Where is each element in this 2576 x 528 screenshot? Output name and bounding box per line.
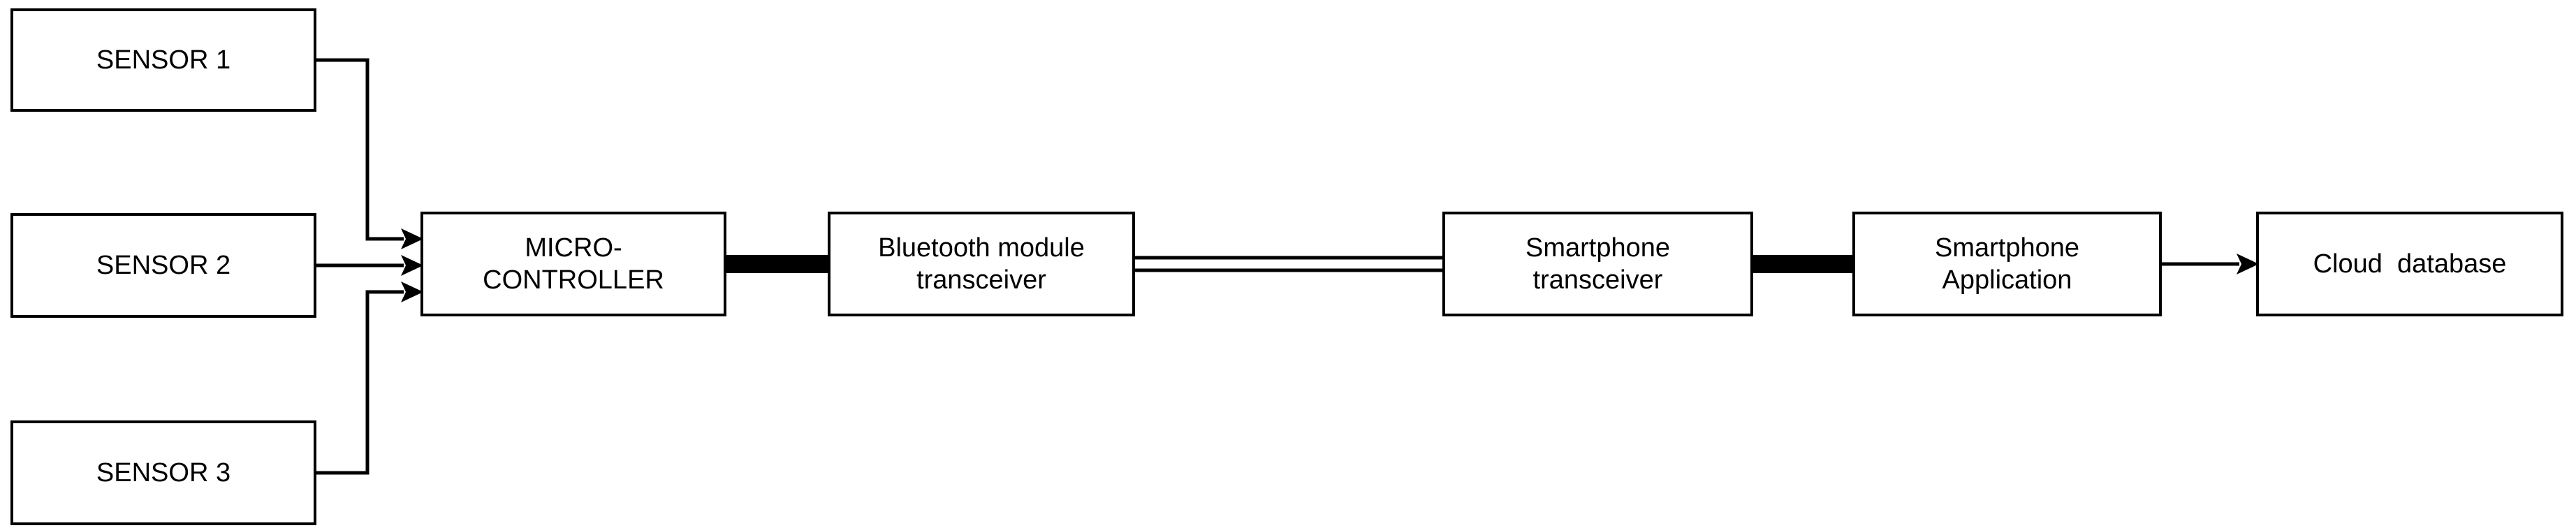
node-sensor1: SENSOR 1 [10, 8, 316, 112]
node-microcontroller: MICRO- CONTROLLER [420, 212, 726, 316]
node-microcontroller-label: MICRO- CONTROLLER [483, 233, 664, 295]
node-smartphone-application: Smartphone Application [1852, 212, 2162, 316]
edge-application-cloud-database [2160, 254, 2259, 274]
node-smartphone-transceiver-label: Smartphone transceiver [1525, 233, 1670, 295]
edge-sensor1-microcontroller [315, 58, 423, 249]
node-sensor1-label: SENSOR 1 [96, 45, 231, 75]
edge-sensor2-microcontroller [315, 255, 423, 276]
node-smartphone-application-label: Smartphone Application [1934, 233, 2079, 295]
edge-sensor3-microcontroller [315, 281, 423, 475]
node-sensor3: SENSOR 3 [10, 420, 316, 525]
edge-bluetooth-smartphone-transceiver [1132, 256, 1445, 272]
node-smartphone-transceiver: Smartphone transceiver [1442, 212, 1753, 316]
node-sensor3-label: SENSOR 3 [96, 457, 231, 487]
edge-smartphone-transceiver-application [1750, 255, 1855, 273]
node-cloud-database-label: Cloud database [2313, 249, 2507, 279]
node-bluetooth-module-label: Bluetooth module transceiver [878, 233, 1085, 295]
node-sensor2-label: SENSOR 2 [96, 250, 231, 280]
node-sensor2: SENSOR 2 [10, 213, 316, 318]
edge-microcontroller-bluetooth [724, 255, 830, 273]
node-cloud-database: Cloud database [2256, 212, 2563, 316]
node-bluetooth-module: Bluetooth module transceiver [828, 212, 1135, 316]
